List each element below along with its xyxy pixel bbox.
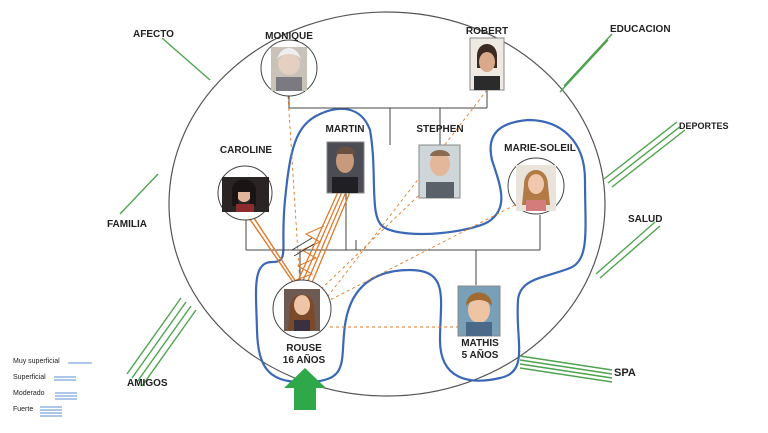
- caroline-label: CAROLINE: [219, 145, 273, 156]
- monique-label: MONIQUE: [265, 31, 313, 42]
- spa-label: SPA: [614, 367, 636, 379]
- afecto-label: AFECTO: [133, 29, 174, 40]
- deportes-label: DEPORTES: [679, 121, 729, 131]
- amigos-label: AMIGOS: [127, 378, 168, 389]
- familia-label: FAMILIA: [107, 219, 147, 230]
- caroline-photo: [222, 177, 269, 212]
- educacion-label: EDUCACION: [610, 24, 671, 35]
- family-system-circle: [168, 11, 606, 397]
- family-structure-lines: [245, 90, 541, 285]
- household-boundary: [254, 107, 587, 384]
- rouse-age: 16 AÑOS: [282, 354, 326, 366]
- martin-photo: [326, 141, 365, 194]
- legend-lines: [40, 362, 92, 417]
- mathis-photo: [457, 285, 501, 337]
- robert-label: ROBERT: [465, 26, 509, 37]
- external-links: [119, 33, 686, 387]
- legend-muy-superficial: Muy superficial: [13, 358, 60, 365]
- marie-soleil-label: MARIE-SOLEIL: [504, 143, 576, 154]
- legend-moderado: Moderado: [13, 390, 45, 397]
- relationship-links: [244, 89, 516, 328]
- rouse-name: ROUSE: [286, 343, 322, 354]
- stephen-label: STEPHEN: [416, 124, 464, 135]
- salud-label: SALUD: [628, 214, 663, 225]
- martin-label: MARTIN: [325, 124, 365, 135]
- rouse-label: ROUSE 16 AÑOS: [276, 343, 332, 366]
- stephen-photo: [418, 144, 461, 199]
- mathis-label: MATHIS 5 AÑOS: [452, 338, 508, 361]
- mathis-age: 5 AÑOS: [461, 349, 499, 361]
- mathis-name: MATHIS: [461, 338, 499, 349]
- legend-fuerte: Fuerte: [13, 406, 34, 413]
- rouse-photo: [284, 289, 320, 331]
- robert-photo: [469, 37, 505, 91]
- legend-superficial: Superficial: [13, 374, 46, 381]
- monique-photo: [271, 47, 307, 91]
- marie-soleil-photo: [516, 165, 556, 211]
- green-arrow: [284, 368, 326, 410]
